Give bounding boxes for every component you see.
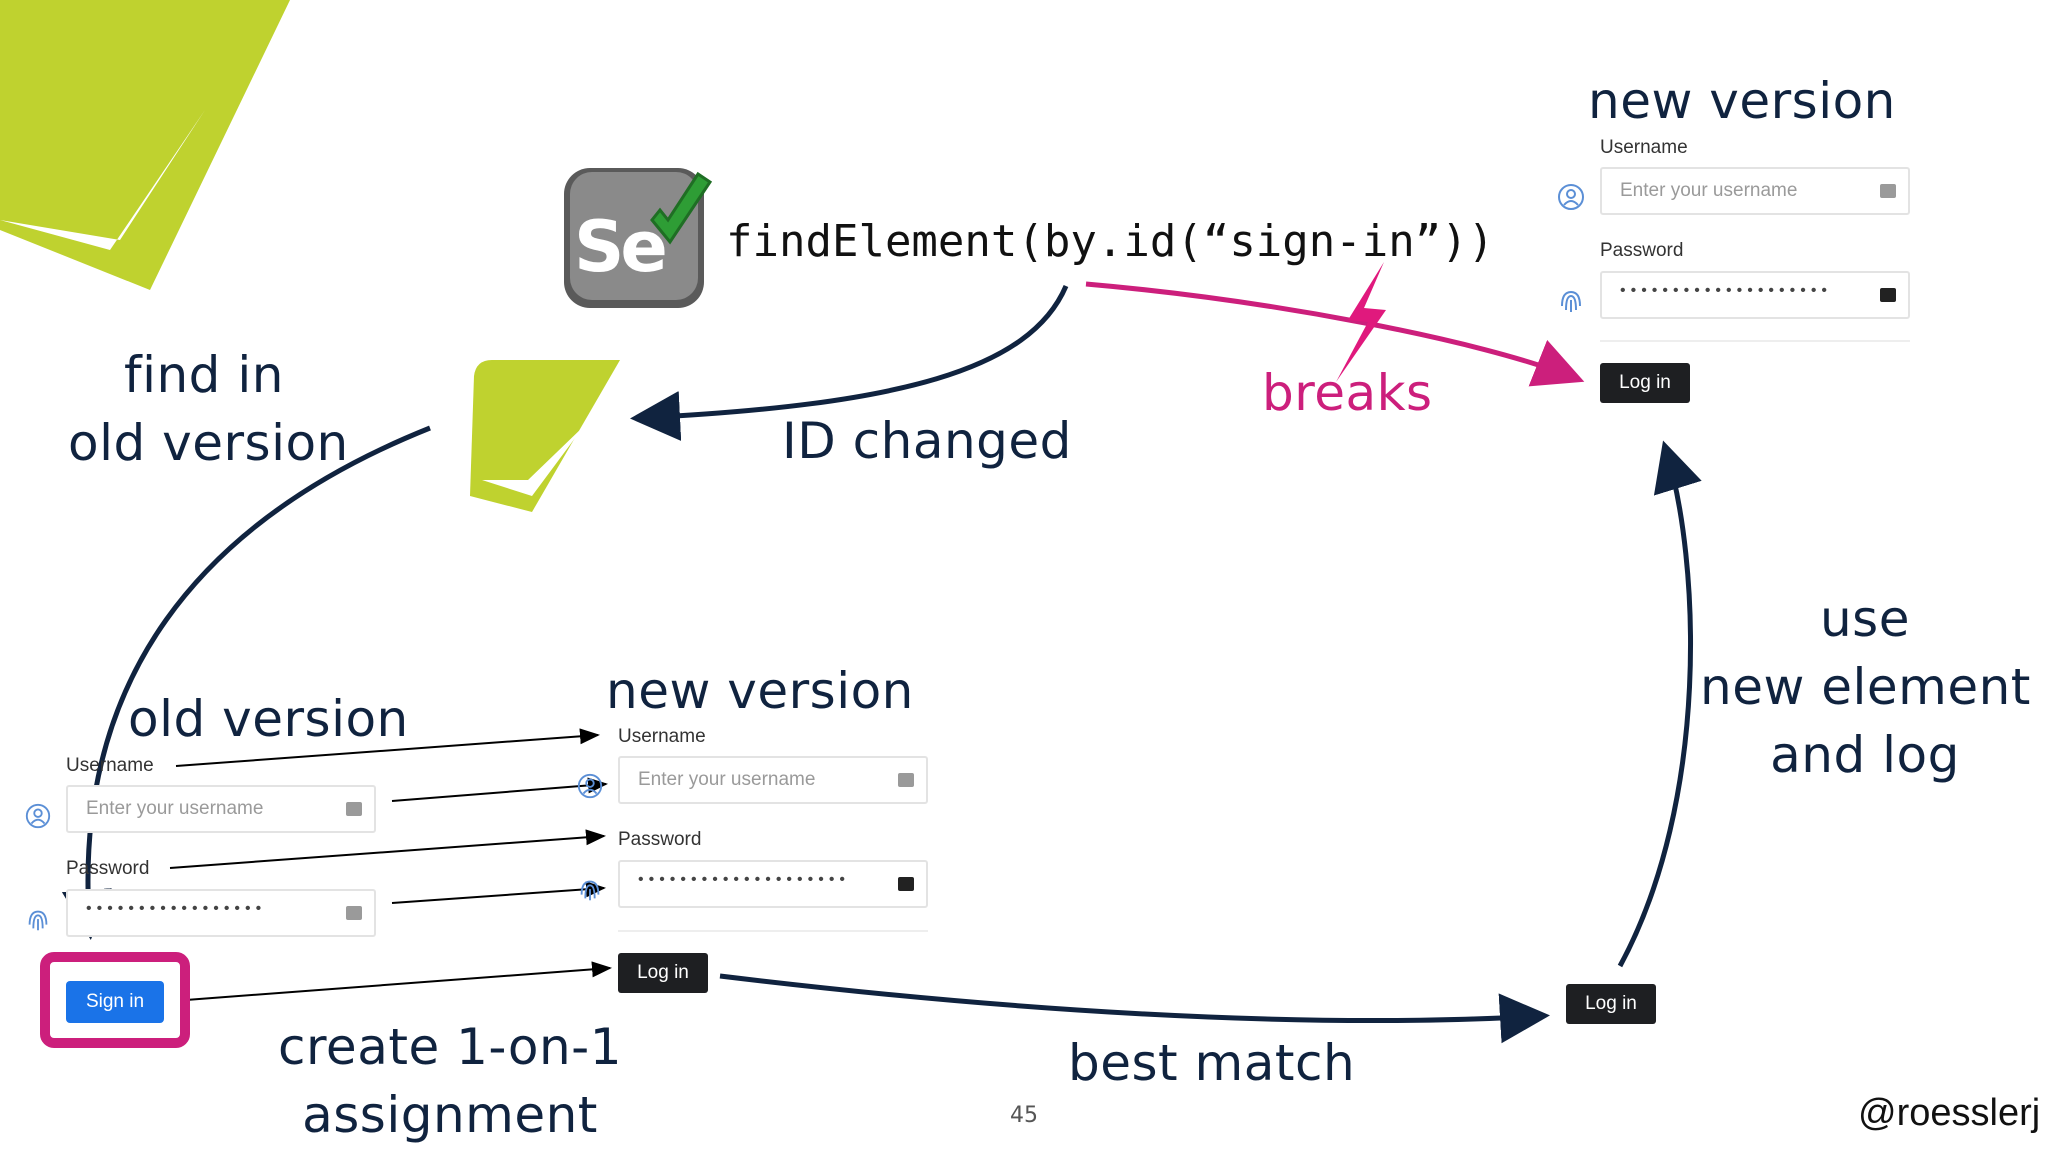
arrow-best-match [719, 973, 1550, 1044]
label-breaks: breaks [1262, 364, 1433, 422]
old-username-placeholder: Enter your username [86, 798, 264, 819]
fingerprint-icon [1561, 290, 1581, 312]
keypass-icon[interactable] [1880, 288, 1896, 302]
mid-login-button[interactable]: Log in [618, 953, 708, 993]
twitter-handle: @roesslerj [1858, 1092, 2041, 1134]
top-divider [1600, 340, 1910, 342]
map-arrow-button [185, 961, 612, 1001]
label-best-match: best match [1068, 1034, 1356, 1092]
label-create: create 1-on-1 [277, 1018, 623, 1076]
map-arrow-username-icon [391, 777, 608, 802]
map-arrow-password-icon [391, 881, 606, 904]
selenium-logo-text: Se [574, 206, 668, 288]
top-password-label: Password [1600, 240, 1684, 261]
mid-password-value: •••••••••••••••••••• [636, 871, 849, 890]
mid-divider [618, 930, 928, 932]
label-and-log: and log [1770, 726, 1960, 784]
label-old-version-line2: old version [68, 414, 349, 472]
mid-username-placeholder: Enter your username [638, 769, 816, 790]
keypass-icon[interactable] [346, 906, 362, 920]
user-circle-icon [25, 803, 51, 829]
keypass-icon[interactable] [898, 773, 914, 787]
arrow-id-changed [630, 285, 1069, 441]
old-password-value: ••••••••••••••••• [84, 900, 265, 919]
selenium-logo-icon: Se [560, 162, 715, 312]
old-password-input[interactable]: ••••••••••••••••• [66, 889, 376, 937]
mid-password-label: Password [618, 829, 702, 850]
label-old-version: old version [128, 690, 409, 748]
old-sign-in-button[interactable]: Sign in [66, 981, 164, 1023]
old-username-input[interactable]: Enter your username [66, 785, 376, 833]
mid-username-input[interactable]: Enter your username [618, 756, 928, 804]
top-password-input[interactable]: •••••••••••••••••••• [1600, 271, 1910, 319]
top-username-placeholder: Enter your username [1620, 180, 1798, 201]
slide-number: 45 [1010, 1103, 1038, 1128]
user-circle-icon [577, 773, 603, 799]
top-username-label: Username [1600, 137, 1688, 158]
top-login-button[interactable]: Log in [1600, 363, 1690, 403]
label-id-changed: ID changed [782, 412, 1072, 470]
top-password-value: •••••••••••••••••••• [1618, 282, 1831, 301]
best-match-login-button[interactable]: Log in [1566, 984, 1656, 1024]
old-password-label: Password [66, 858, 150, 879]
keypass-icon[interactable] [346, 802, 362, 816]
arrow-use-new-element [1617, 440, 1702, 968]
recheck-logo-corner [0, 0, 290, 290]
fingerprint-icon [28, 910, 48, 931]
label-assignment: assignment [302, 1086, 598, 1144]
code-find-element: findElement(by.id(“sign-in”)) [726, 216, 1495, 267]
fingerprint-icon [580, 880, 600, 901]
keypass-icon[interactable] [898, 877, 914, 891]
label-find-in: find in [124, 346, 284, 404]
label-new-version-top: new version [1588, 72, 1896, 130]
keypass-icon[interactable] [1880, 184, 1896, 198]
mid-username-label: Username [618, 726, 706, 747]
arrow-breaks [1085, 281, 1585, 387]
lightning-bolt-icon [1336, 262, 1386, 382]
user-circle-icon [1558, 184, 1584, 210]
top-username-input[interactable]: Enter your username [1600, 167, 1910, 215]
map-arrow-password-label [169, 829, 606, 869]
label-new-version-mid: new version [606, 662, 914, 720]
label-use: use [1819, 590, 1910, 648]
sign-in-highlight [40, 952, 190, 1048]
mid-password-input[interactable]: •••••••••••••••••••• [618, 860, 928, 908]
label-new-element: new element [1700, 658, 2031, 716]
recheck-logo-icon [470, 360, 620, 512]
arrow-find-in-old [61, 425, 431, 940]
map-arrow-username-label [175, 728, 600, 767]
old-username-label: Username [66, 755, 154, 776]
